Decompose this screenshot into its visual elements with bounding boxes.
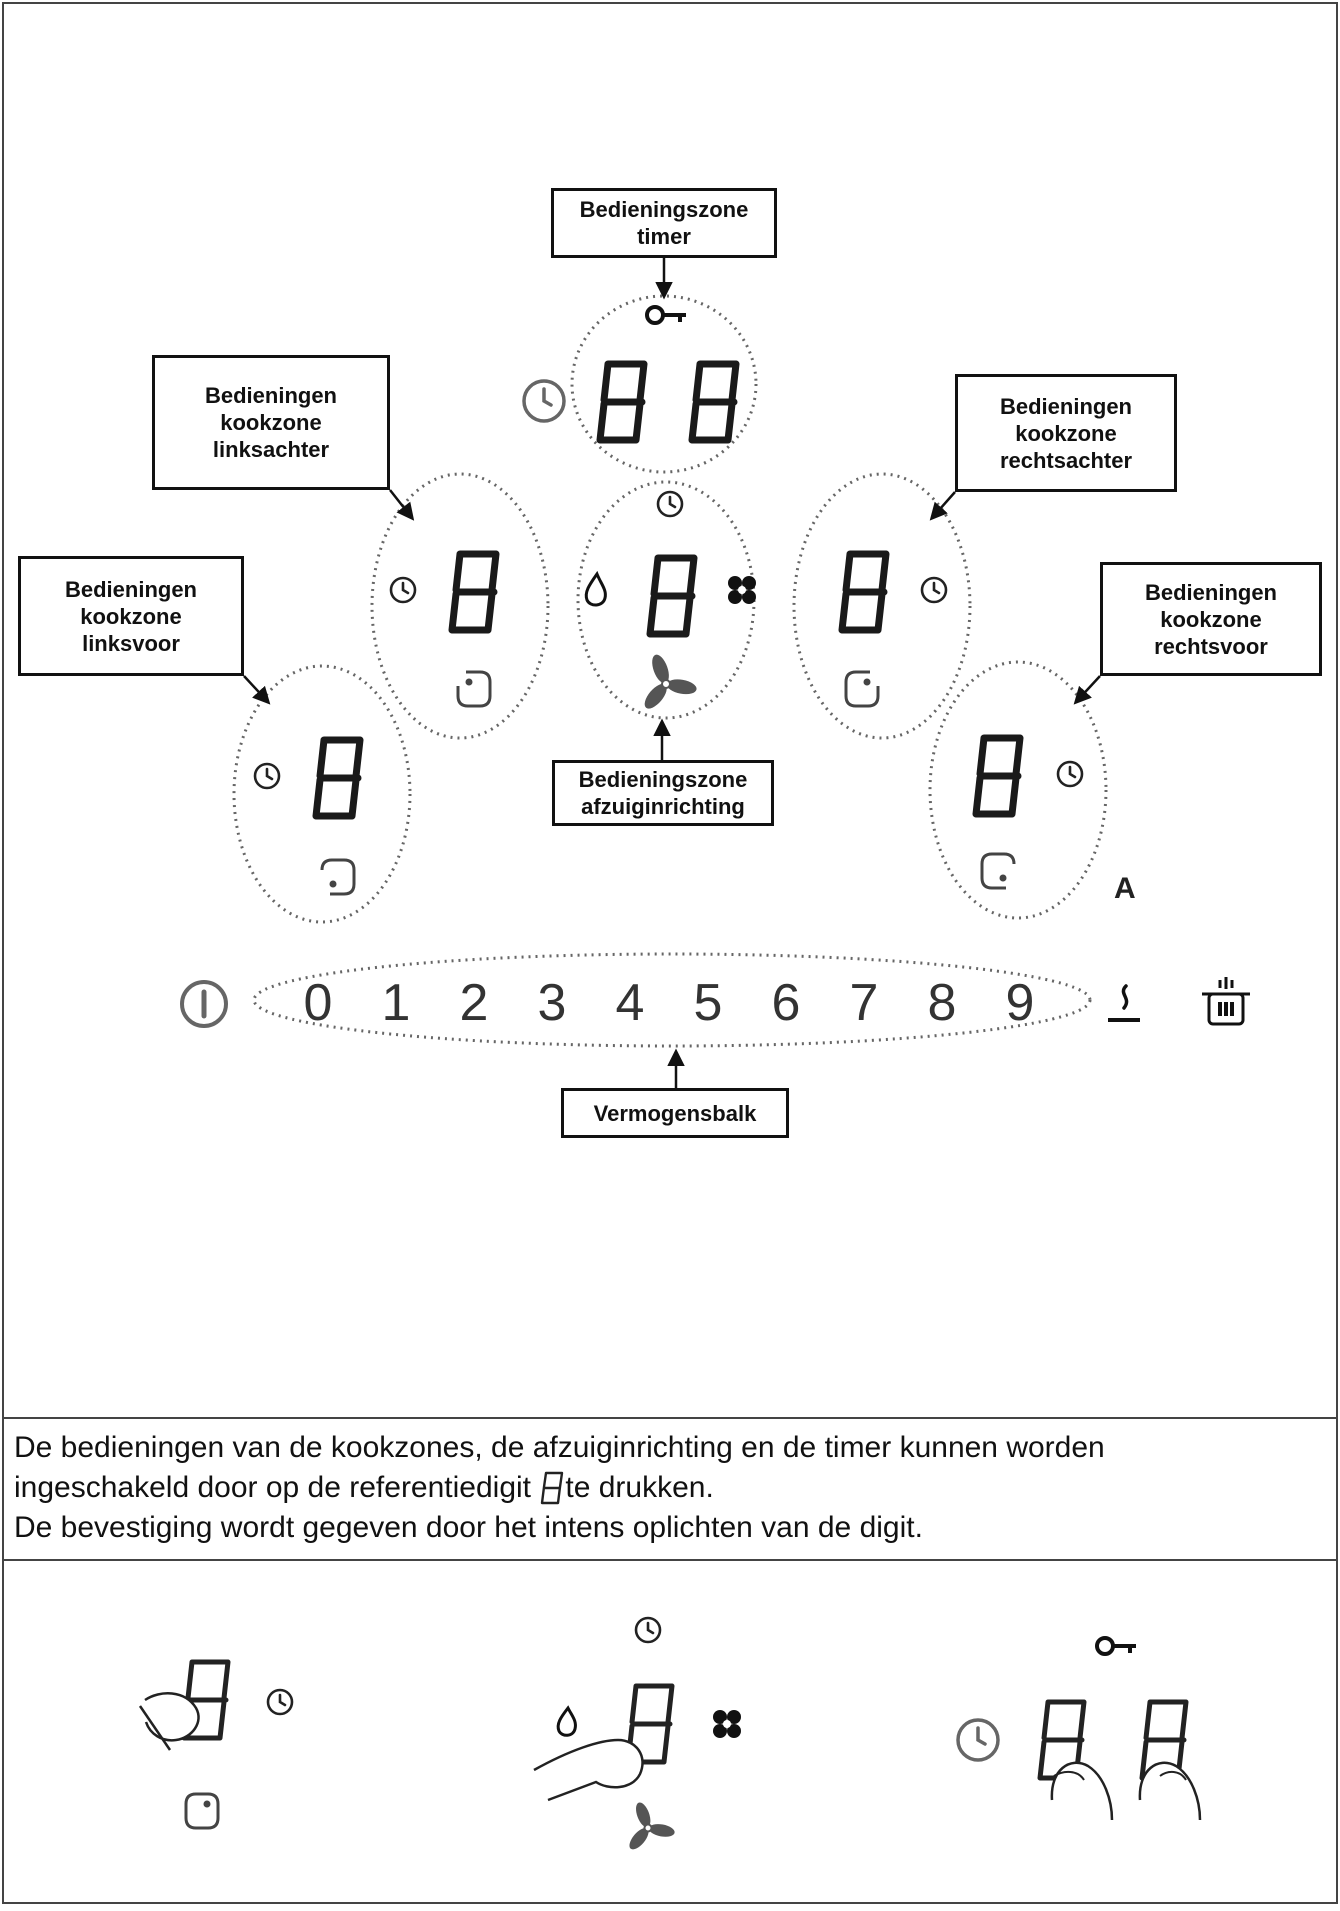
callout-power-bar: Vermogensbalk <box>561 1088 789 1138</box>
right-rear-timer-icon[interactable] <box>920 576 948 604</box>
left-front-digit[interactable] <box>316 740 360 816</box>
right-front-zone-outline <box>928 660 1108 920</box>
power-level-3[interactable]: 3 <box>538 974 567 1032</box>
timer-digit-left[interactable] <box>600 364 644 440</box>
callout-arrows <box>243 258 1101 1088</box>
caption: De bedieningen van de kookzones, de afzu… <box>14 1428 1324 1548</box>
right-front-timer-icon[interactable] <box>1056 760 1084 788</box>
timer-zone-outline <box>570 294 758 474</box>
key-icon[interactable] <box>645 305 686 325</box>
finger-icon <box>144 1692 200 1742</box>
callout-left-rear: Bedieningen kookzone linksachter <box>152 355 390 490</box>
power-level-1[interactable]: 1 <box>382 974 411 1032</box>
right-rear-zone-outline <box>792 472 972 740</box>
zone-right-front-icon <box>980 852 1016 890</box>
callout-right-rear: Bedieningen kookzone rechtsachter <box>955 374 1177 492</box>
timer-digit-right[interactable] <box>692 364 736 440</box>
auto-label[interactable]: A <box>1114 872 1136 905</box>
left-front-timer-icon[interactable] <box>253 762 281 790</box>
left-rear-zone-outline <box>370 472 550 740</box>
zone-left-front-icon <box>320 858 356 896</box>
timer-clock-icon[interactable] <box>522 379 566 423</box>
power-level-2[interactable]: 2 <box>460 974 489 1032</box>
callout-right-front: Bedieningen kookzone rechtsvoor <box>1100 562 1322 676</box>
right-rear-digit[interactable] <box>842 554 886 630</box>
caption-line-2-end: te drukken. <box>565 1471 714 1504</box>
power-level-9[interactable]: 9 <box>1006 974 1035 1032</box>
pot-icon[interactable] <box>1202 977 1250 1026</box>
drop-icon[interactable] <box>584 570 607 607</box>
caption-line-2: ingeschakeld door op de referentiedigit … <box>14 1468 1324 1508</box>
caption-line-2-start: ingeschakeld door op de referentiedigit <box>14 1471 532 1504</box>
caption-line-3: De bevestiging wordt gegeven door het in… <box>14 1511 923 1544</box>
callout-left-front: Bedieningen kookzone linksvoor <box>18 556 244 676</box>
hood-timer-icon[interactable] <box>656 490 684 518</box>
power-level-5[interactable]: 5 <box>694 974 723 1032</box>
zone-right-rear-icon <box>844 670 880 708</box>
caption-line-1: De bedieningen van de kookzones, de afzu… <box>14 1431 1105 1464</box>
power-level-6[interactable]: 6 <box>772 974 801 1032</box>
left-front-zone-outline <box>232 664 412 924</box>
right-front-digit[interactable] <box>976 738 1020 814</box>
callout-timer: Bedieningszone timer <box>551 188 777 258</box>
fan-icon[interactable] <box>641 652 698 712</box>
callout-hood: Bedieningszone afzuiginrichting <box>552 760 774 826</box>
power-level-8[interactable]: 8 <box>928 974 957 1032</box>
hood-digit[interactable] <box>650 558 694 634</box>
example-left-front <box>138 1662 294 1830</box>
left-rear-digit[interactable] <box>452 554 496 630</box>
power-level-7[interactable]: 7 <box>850 974 879 1032</box>
power-bar-outline <box>252 952 1092 1048</box>
power-level-4[interactable]: 4 <box>616 974 645 1032</box>
power-level-0[interactable]: 0 <box>304 974 333 1032</box>
keep-warm-icon[interactable] <box>1108 984 1140 1022</box>
left-rear-timer-icon[interactable] <box>389 576 417 604</box>
example-timer <box>956 1636 1202 1821</box>
example-hood <box>533 1616 741 1850</box>
power-icon[interactable] <box>180 980 228 1028</box>
boost-icon[interactable] <box>728 576 756 604</box>
reference-digit-icon <box>541 1471 564 1505</box>
zone-left-rear-icon <box>456 670 492 708</box>
